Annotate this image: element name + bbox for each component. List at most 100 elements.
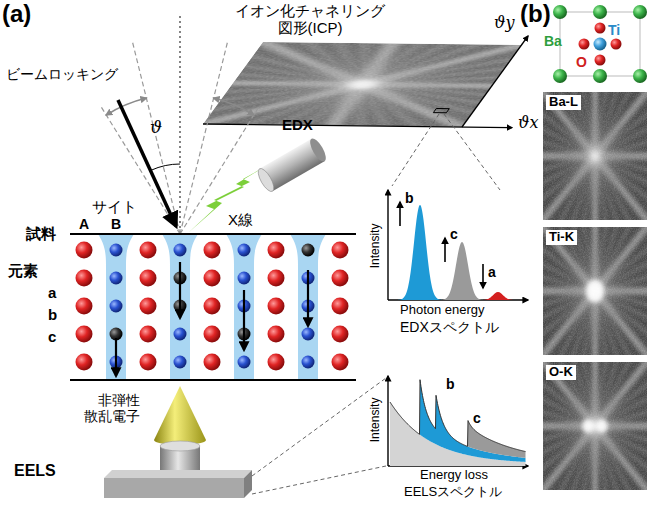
map-image (543, 362, 647, 490)
map-image (543, 227, 647, 355)
sample-crystal (174, 328, 187, 341)
channeling-pattern (203, 42, 522, 127)
channeling-pattern (203, 42, 522, 127)
peak-label: c (450, 226, 458, 242)
leader-line (252, 466, 386, 494)
map-panel: Ti-K (543, 227, 647, 355)
sample-crystal (290, 234, 326, 380)
eels-spectrum (468, 421, 526, 458)
electron-cone (154, 386, 206, 445)
map-image (543, 92, 647, 220)
sample-crystal (268, 242, 285, 259)
edx-spectrum (390, 292, 526, 300)
map-image (543, 92, 647, 220)
edx-spectrum (390, 242, 526, 300)
map-panel: O-K (543, 362, 647, 490)
sample-crystal (204, 354, 221, 371)
map-image (543, 362, 647, 490)
leader-line (252, 114, 500, 494)
sample-crystal (70, 234, 356, 380)
unit-cell-atoms (611, 39, 622, 50)
pattern-axis (203, 36, 528, 128)
map-image (543, 92, 647, 220)
map-image (543, 362, 647, 490)
rocking-lines (132, 40, 180, 234)
sample-crystal (140, 354, 157, 371)
edge-label: c (473, 410, 481, 426)
sample-crystal (115, 338, 117, 376)
sample-crystal (204, 298, 221, 315)
sample-crystal (204, 242, 221, 259)
channeling-pattern (203, 42, 522, 127)
spectrum-title: EDXスペクトル (400, 319, 499, 335)
eels-detector (160, 441, 200, 451)
unit-cell: BaTiO (540, 2, 648, 84)
element-symbol: O (576, 54, 587, 70)
element-letter: c (48, 328, 56, 345)
peak-arrow (482, 264, 484, 288)
sample-crystal (179, 262, 181, 318)
sample-crystal (140, 270, 157, 287)
beam-label: ビームロッキング (6, 66, 118, 82)
site-letter: A (79, 216, 89, 232)
unit-cell-atoms (595, 55, 606, 66)
xray-bolt (188, 166, 266, 233)
panel-letter: (b) (520, 0, 551, 28)
eels-detector (104, 441, 252, 498)
sample-crystal (268, 354, 285, 371)
sample-crystal (332, 298, 349, 315)
axis-label: ϑy (494, 14, 514, 32)
map-image (543, 227, 647, 355)
spectrum-title: EELSスペクトル (404, 485, 502, 500)
sample-crystal (140, 298, 157, 315)
sample-crystal (76, 354, 93, 371)
unit-cell-atoms (579, 39, 590, 50)
electron-label: 非弾性 散乱電子 (78, 392, 140, 424)
sample-crystal (268, 298, 285, 315)
unit-cell-atoms (553, 69, 567, 83)
sample-crystal (110, 300, 123, 313)
unit-cell-atoms (593, 5, 607, 19)
map-image (543, 227, 647, 355)
sample-crystal (162, 234, 198, 380)
sample-crystal (238, 272, 251, 285)
channeling-pattern (203, 42, 522, 127)
sample-crystal (302, 244, 315, 257)
sample-crystal (243, 290, 245, 350)
map-image (543, 362, 647, 490)
sample-crystal (226, 234, 262, 380)
edx-spectrum (390, 205, 526, 300)
sample-crystal (268, 326, 285, 343)
unit-cell-atoms (594, 38, 607, 51)
element-symbol: Ti (608, 22, 620, 38)
sample-crystal (302, 356, 315, 369)
unit-cell-atoms (593, 69, 607, 83)
channeling-pattern (203, 42, 522, 127)
sample-crystal (332, 326, 349, 343)
eels-spectrum (390, 380, 526, 466)
xray-label: X線 (228, 211, 253, 228)
channeling-pattern (203, 42, 522, 127)
leader-line (444, 114, 500, 190)
unit-cell-atoms (595, 23, 606, 34)
site-letter: B (111, 216, 121, 232)
map-image (543, 92, 647, 220)
map-image (543, 227, 647, 355)
channeling-pattern (203, 42, 522, 127)
eels-detector (104, 478, 244, 498)
peak-arrow (399, 202, 401, 226)
map-image (543, 362, 647, 490)
sample-crystal (140, 242, 157, 259)
unit-cell-atoms (560, 12, 640, 76)
spectrum-axis (388, 190, 528, 466)
sample-crystal (140, 326, 157, 343)
map-image (543, 92, 647, 220)
edx-spectrum (390, 205, 526, 300)
map-label: Ba-L (546, 95, 581, 110)
unit-cell-atoms (633, 5, 647, 19)
angle-label: ϑ (150, 118, 162, 138)
pattern-title: イオン化チャネリング 図形(ICP) (230, 2, 390, 37)
electron-cone (154, 386, 206, 445)
edx-detector (307, 136, 329, 164)
